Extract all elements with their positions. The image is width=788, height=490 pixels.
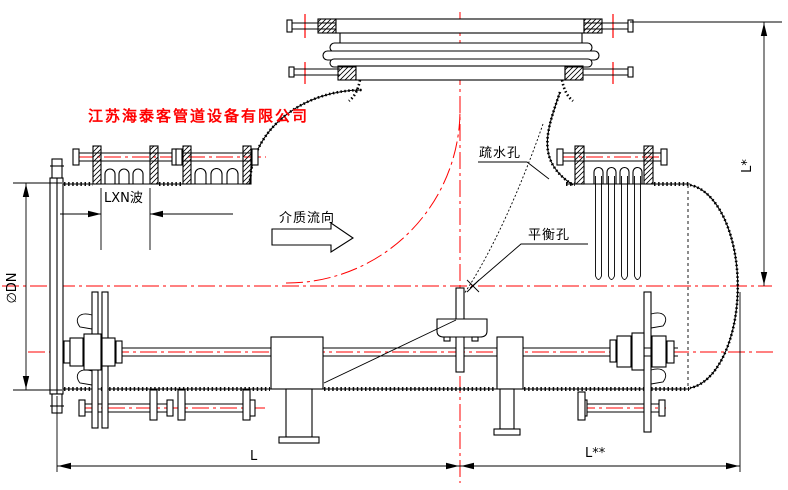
flow-arrow <box>271 221 354 254</box>
flow-liner-line <box>323 319 457 384</box>
company-name: 江苏海泰客管道设备有限公司 <box>88 107 309 125</box>
tie-rod-bracket <box>577 391 586 421</box>
bolt-end-right-bottom <box>627 66 634 78</box>
tie-rod-nut <box>658 399 666 417</box>
flange-hatch <box>337 65 357 81</box>
tie-rod-bracket <box>149 389 158 421</box>
drain-hole-leader <box>478 161 550 180</box>
flange-hatch <box>317 18 337 34</box>
flow-direction-label: 介质流向 <box>279 210 335 226</box>
tie-rod-nut <box>251 148 259 166</box>
tie-rod-nut <box>72 148 80 166</box>
support-foot <box>493 428 521 436</box>
flange-hatch <box>583 18 603 34</box>
washer <box>666 340 675 364</box>
end-cap <box>687 183 740 390</box>
tie-rod-nut <box>166 399 174 417</box>
hook-lug <box>76 313 93 330</box>
bolt-end-left-bottom <box>288 66 295 78</box>
elbow-outer-wall <box>249 89 363 185</box>
guide-lug <box>436 318 488 338</box>
end-plate <box>643 291 652 433</box>
convolutions <box>194 168 239 184</box>
nut <box>69 337 84 367</box>
dim-riser-height: L* <box>630 21 782 286</box>
support-leg <box>499 388 515 430</box>
hook-lug <box>76 369 93 386</box>
tie-rod-nut <box>175 148 183 166</box>
flange-bolt <box>51 158 63 179</box>
dim-left-span-label: L <box>250 449 258 464</box>
dim-riser-label: L* <box>740 159 755 173</box>
balance-hole-mark <box>466 279 480 293</box>
hook-lug <box>650 312 667 329</box>
drain-hole-label: 疏水孔 <box>479 146 521 161</box>
dim-diameter: ∅DN <box>5 182 62 391</box>
tie-rod-bracket <box>242 389 251 421</box>
bellows-unit-3 <box>556 145 668 421</box>
nut <box>631 332 645 371</box>
support-foot <box>278 436 320 444</box>
balance-hole-leader <box>469 243 588 289</box>
nut <box>651 335 667 368</box>
elbow-inner-wall <box>546 91 574 186</box>
nut <box>616 335 632 368</box>
balance-hole-label: 平衡孔 <box>528 228 570 243</box>
dim-right-span-label: L** <box>585 446 606 461</box>
dim-diameter-label: ∅DN <box>5 272 20 303</box>
dim-bottom-spans: L L** <box>56 292 741 472</box>
tie-rod-nut <box>660 148 668 166</box>
bellows-unit-2 <box>175 145 259 421</box>
flow-liner <box>463 123 544 295</box>
left-flange <box>49 158 64 414</box>
washer <box>63 340 71 364</box>
top-bellows-assembly <box>286 18 634 102</box>
annotations: 江苏海泰客管道设备有限公司 介质流向 疏水孔 平衡孔 <box>88 107 588 293</box>
convolutions <box>104 168 144 184</box>
tie-rod-bracket <box>177 389 186 421</box>
nut <box>101 337 116 367</box>
deep-convolutions <box>595 176 641 280</box>
convolution-tops <box>593 166 643 184</box>
support-saddle-1 <box>270 336 324 444</box>
hook-lug <box>650 368 667 385</box>
support-saddle-2 <box>493 336 524 436</box>
main-tie-rod-assembly <box>63 287 678 444</box>
washer <box>115 340 123 364</box>
nut <box>83 333 102 371</box>
bolt-end-right-top <box>627 19 634 33</box>
dim-bellows-length: LXN波 <box>60 188 233 250</box>
dimensions: ∅DN LXN波 L L** <box>5 21 782 472</box>
dim-bellows-label: LXN波 <box>104 191 143 206</box>
bellows-unit-1 <box>72 145 179 421</box>
main-shell <box>49 158 740 414</box>
bolt-end-left-top <box>286 19 293 33</box>
elbow-centerline <box>285 109 461 284</box>
support-leg <box>285 388 313 438</box>
washer <box>609 339 617 363</box>
flange-hatch <box>564 65 584 81</box>
tie-rod-nut <box>556 148 564 166</box>
tie-rod-nut <box>78 399 86 417</box>
